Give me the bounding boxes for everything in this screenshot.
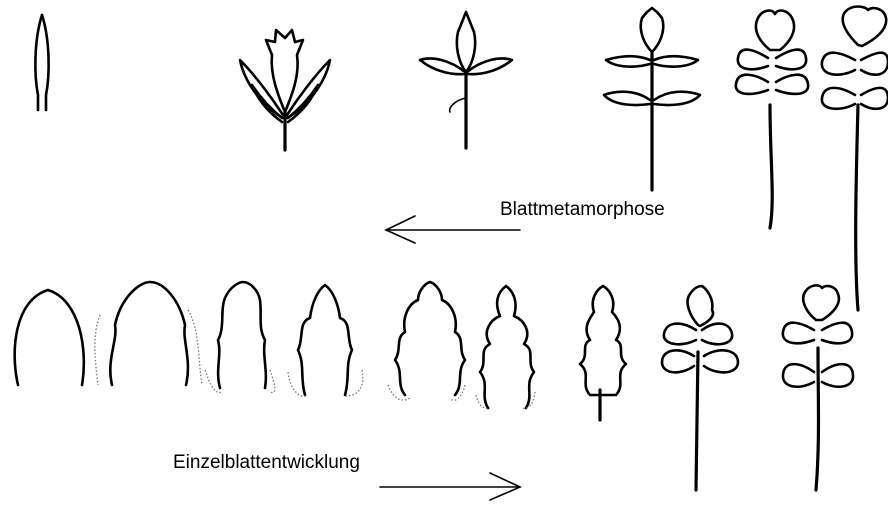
bottom-leaf-4 [288,285,363,396]
bottom-leaf-2 [95,282,202,385]
label-blattmetamorphose: Blattmetamorphose [500,199,665,221]
top-leaf-1 [35,15,48,110]
bottom-leaf-1 [15,290,84,385]
bottom-leaf-3 [205,282,275,393]
top-leaf-3 [420,12,512,148]
label-einzelblattentwicklung: Einzelblattentwicklung [173,452,360,474]
top-leaf-2 [240,30,330,150]
bottom-leaf-6 [476,286,535,408]
top-leaf-4 [604,8,700,190]
arrow-right [380,473,520,500]
top-leaf-5 [736,11,808,228]
bottom-leaf-8 [662,286,738,490]
bottom-leaf-5 [388,282,465,400]
top-leaf-6 [822,7,888,311]
bottom-leaf-9 [783,285,853,490]
bottom-leaf-7 [580,286,626,420]
